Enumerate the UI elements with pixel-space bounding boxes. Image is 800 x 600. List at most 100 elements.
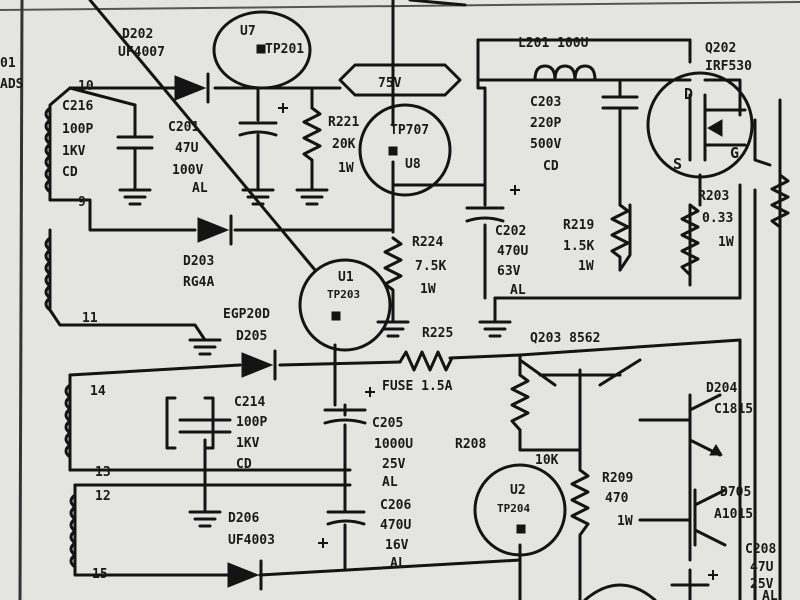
label-c205-type: AL (382, 475, 398, 490)
label-r203-value: 0.33 (702, 211, 733, 226)
resistor-r208 (510, 373, 530, 432)
label-c214-value: 100P (236, 415, 267, 430)
capacitor-c205 (323, 408, 367, 425)
diode-d202 (174, 72, 210, 104)
label-c201-value: 47U (175, 141, 199, 156)
label-c216-voltage: 1KV (62, 144, 86, 159)
label-drain: D (684, 85, 693, 103)
resistor-r219 (610, 203, 630, 272)
label-c201-voltage: 100V (172, 163, 203, 178)
labels: D202 UF4007 U7 TP201 10 C216 100P 1KV CD… (0, 24, 778, 600)
label-c203-voltage: 500V (530, 137, 561, 152)
label-gate: G (730, 144, 739, 162)
label-c216-type: CD (62, 165, 78, 180)
diode-d205 (241, 349, 277, 381)
label-r224: R224 (412, 235, 443, 250)
label-tp201-u7: TP201 (265, 42, 304, 57)
label-tp203-u1: TP203 (327, 288, 360, 301)
label-c202-type: AL (510, 283, 526, 298)
label-r221-power: 1W (338, 161, 354, 176)
label-edge-01: 01 (0, 56, 16, 71)
label-c203-type: CD (543, 159, 559, 174)
label-r221: R221 (328, 115, 359, 130)
component-u1 (298, 258, 392, 352)
ground-symbols (118, 183, 512, 528)
label-c208-value: 47U (750, 560, 774, 575)
label-pin-11: 11 (82, 311, 98, 326)
mosfet-q202 (646, 71, 754, 179)
label-r225: R225 (422, 326, 453, 341)
label-pin-9: 9 (78, 195, 86, 210)
label-uf4003: UF4003 (228, 533, 275, 548)
label-c202: C202 (495, 224, 526, 239)
label-u8-part: TP707 (390, 123, 429, 138)
capacitor-c202 (465, 206, 505, 223)
label-c203-value: 220P (530, 116, 561, 131)
label-c201-type: AL (192, 181, 208, 196)
label-d205: D205 (236, 329, 267, 344)
transistor-d204 (688, 393, 723, 457)
label-u1: U1 (338, 270, 354, 285)
transformer-winding-lower (64, 383, 77, 569)
label-r219: R219 (563, 218, 594, 233)
component-partial-bottom (583, 583, 657, 600)
component-u8 (358, 103, 452, 197)
label-r209-power: 1W (617, 514, 633, 529)
label-c214-type: CD (236, 457, 252, 472)
label-c216: C216 (62, 99, 93, 114)
label-pin-10: 10 (78, 79, 94, 94)
label-c202-value: 470U (497, 244, 528, 259)
label-egp20d: EGP20D (223, 307, 270, 322)
capacitor-c203 (601, 95, 639, 110)
label-c205-voltage: 25V (382, 457, 406, 472)
label-source: S (673, 155, 682, 173)
label-75v: 75V (378, 76, 402, 91)
label-d705: D705 (720, 485, 751, 500)
label-uf4007: UF4007 (118, 45, 165, 60)
label-c216-value: 100P (62, 122, 93, 137)
label-c205-value: 1000U (374, 437, 413, 452)
label-c201: C201 (168, 120, 199, 135)
resistor-r209 (570, 468, 590, 537)
label-c206-type: AL (390, 556, 406, 571)
label-pin-13: 13 (95, 465, 111, 480)
inductor-l201 (533, 64, 597, 82)
label-r219-value: 1.5K (563, 239, 594, 254)
label-d705-part: A1015 (714, 507, 753, 522)
capacitor-c206 (326, 510, 366, 526)
diode-d203 (197, 214, 233, 246)
label-r208-value: 10K (535, 453, 559, 468)
label-r224-power: 1W (420, 282, 436, 297)
label-d203-part: RG4A (183, 275, 214, 290)
label-c202-voltage: 63V (497, 264, 521, 279)
label-d204: D204 (706, 381, 737, 396)
label-edge-ads: ADS (0, 77, 24, 92)
component-u7 (212, 10, 312, 90)
label-pin-12: 12 (95, 489, 111, 504)
diode-d206 (227, 559, 263, 591)
label-u8: U8 (405, 157, 421, 172)
polarity-marks (278, 103, 718, 580)
label-pin-15: 15 (92, 567, 108, 582)
transistor-d705 (693, 488, 727, 547)
label-c214-voltage: 1KV (236, 436, 260, 451)
label-c206: C206 (380, 498, 411, 513)
label-r208: R208 (455, 437, 486, 452)
label-q202: Q202 (705, 41, 736, 56)
page-left-edge (18, 0, 24, 600)
label-c208-voltage: 25V (750, 577, 774, 592)
label-r209-value: 470 (605, 491, 629, 506)
label-r209: R209 (602, 471, 633, 486)
component-u2 (473, 463, 567, 557)
label-r224-value: 7.5K (415, 259, 446, 274)
label-c208-type: AL (762, 589, 778, 600)
capacitor-c201 (238, 121, 278, 192)
label-d202: D202 (122, 27, 153, 42)
label-l201: L201 100U (518, 36, 589, 51)
label-d206: D206 (228, 511, 259, 526)
capacitor-c216 (116, 135, 154, 150)
label-r203: R203 (698, 189, 729, 204)
resistor-r225 (398, 350, 454, 372)
label-q202-part: IRF530 (705, 59, 752, 74)
